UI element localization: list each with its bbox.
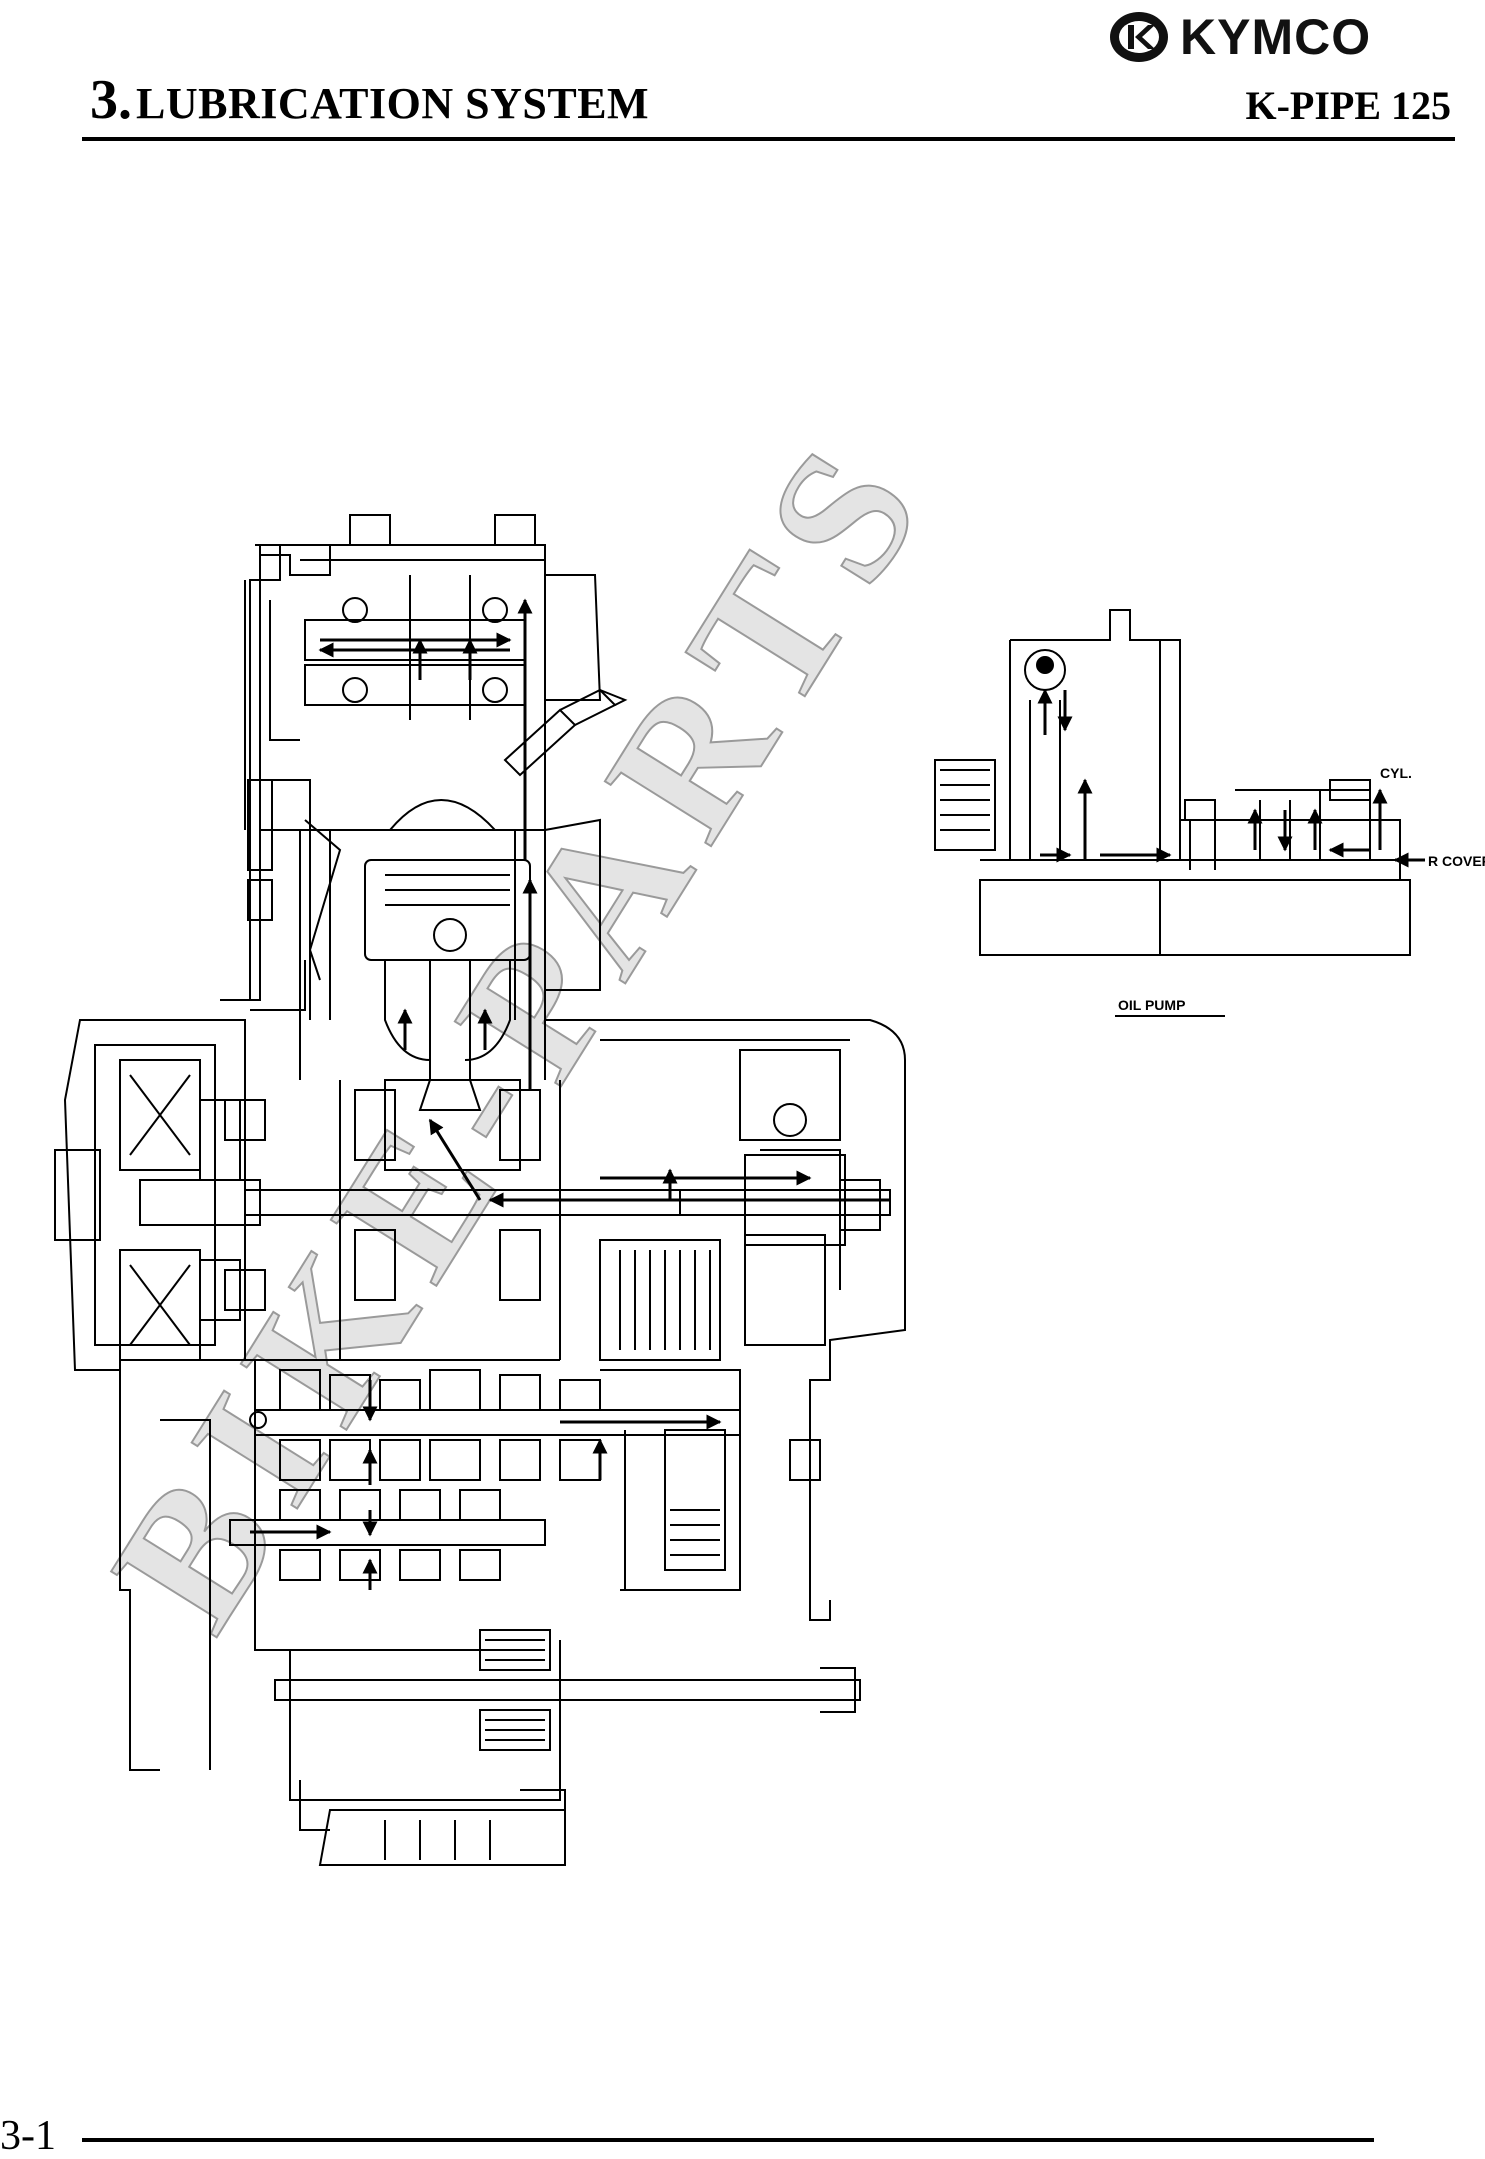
svg-text:BIKE-PARTS: BIKE-PARTS (73, 397, 972, 1662)
header-divider (82, 137, 1455, 141)
oil-flow-arrows (250, 598, 890, 1590)
brand-name: KYMCO (1180, 9, 1372, 65)
label-cyl: CYL. (1380, 765, 1412, 781)
label-r-cover: R COVER (1428, 853, 1485, 869)
kymco-logo: KYMCO (1108, 6, 1458, 68)
footer-divider (82, 2138, 1374, 2142)
oil-pump-arrows (1037, 688, 1425, 868)
section-number: 3. (90, 69, 132, 131)
section-title: 3. LUBRICATION SYSTEM (90, 70, 649, 144)
page-number: 3-1 (0, 2113, 56, 2159)
oil-pump-inset (934, 609, 1411, 956)
label-oil-pump: OIL PUMP (1118, 997, 1185, 1013)
kymco-emblem-icon (1110, 12, 1168, 62)
section-title-text: LUBRICATION SYSTEM (136, 79, 650, 128)
engine-cross-section (54, 514, 906, 1866)
model-name: K-PIPE 125 (1245, 83, 1451, 128)
watermark: BIKE-PARTS (72, 396, 973, 1663)
